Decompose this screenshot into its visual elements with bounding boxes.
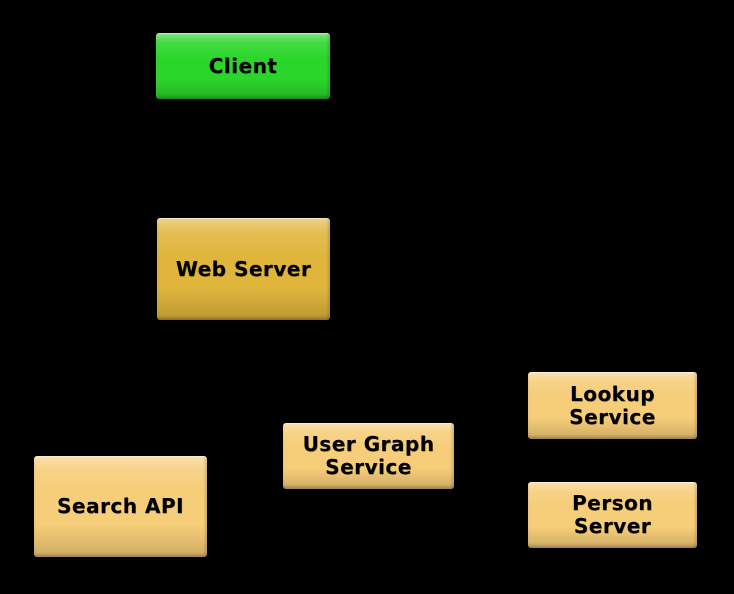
node-client[interactable]: Client (156, 33, 330, 99)
node-search-api-label: Search API (57, 494, 184, 518)
node-web-server-label: Web Server (175, 256, 312, 281)
node-person-server-label: Person Server (572, 491, 653, 538)
node-lookup-service-label: Lookup Service (569, 381, 656, 429)
node-lookup-service[interactable]: Lookup Service (528, 372, 697, 439)
node-search-api[interactable]: Search API (34, 456, 207, 557)
node-user-graph-service[interactable]: User Graph Service (283, 423, 454, 489)
node-user-graph-service-label: User Graph Service (302, 432, 435, 479)
node-web-server[interactable]: Web Server (157, 218, 330, 320)
node-person-server[interactable]: Person Server (528, 482, 697, 548)
node-client-label: Client (208, 53, 278, 78)
